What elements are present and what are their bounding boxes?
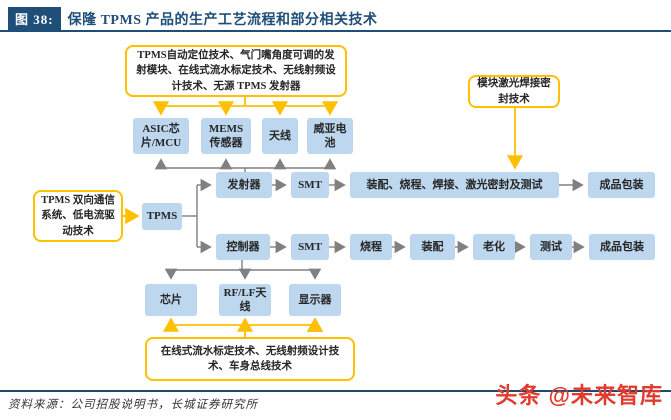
top-tech-connectors (152, 97, 339, 116)
controller-component-connectors (164, 260, 322, 280)
node-packaging-transmitter: 成品包装 (588, 172, 655, 198)
node-asic-mcu: ASIC芯片/MCU (133, 118, 189, 154)
node-assembly-test: 装配、烧程、焊接、激光密封及测试 (350, 172, 559, 198)
bottom-tech-connectors (162, 317, 324, 337)
footer-divider (0, 390, 671, 392)
node-assembly: 装配 (410, 234, 455, 260)
figure-title: 保隆 TPMS 产品的生产工艺流程和部分相关技术 (67, 13, 378, 28)
node-chip: 芯片 (145, 284, 197, 316)
node-antenna: 天线 (262, 118, 298, 154)
tech-note-controller: 在线式流水标定技术、无线射频设计技术、车身总线技术 (145, 337, 355, 381)
transmitter-component-connectors (154, 158, 337, 172)
node-mems-sensor: MEMS 传感器 (201, 118, 251, 154)
node-packaging-controller: 成品包装 (589, 234, 655, 260)
figure-title-bar: 图 38: 保隆 TPMS 产品的生产工艺流程和部分相关技术 (8, 7, 377, 31)
tech-note-tpms-system: TPMS 双向通信系统、低电流驱动技术 (33, 190, 123, 242)
node-controller: 控制器 (216, 234, 270, 260)
node-smt-controller: SMT (291, 234, 329, 260)
title-divider (0, 30, 671, 32)
tech-note-laser-seal: 模块激光焊接密封技术 (468, 75, 560, 108)
toutiao-watermark: 头条 @未来智库 (495, 383, 663, 408)
node-display: 显示器 (289, 284, 341, 316)
node-tpms: TPMS (142, 203, 182, 230)
node-battery: 威亚电池 (307, 118, 353, 154)
tpms-branch-connectors (182, 178, 212, 254)
node-rf-lf-antenna: RF/LF天线 (219, 284, 271, 316)
node-burn-in: 烧程 (350, 234, 392, 260)
tech-note-transmitter: TPMS自动定位技术、气门嘴角度可调的发射模块、在线式流水标定技术、无线射频设计… (125, 45, 347, 97)
node-transmitter: 发射器 (216, 172, 272, 198)
figure-number-badge: 图 38: (8, 7, 61, 31)
node-smt-transmitter: SMT (291, 172, 329, 198)
source-note: 资料来源：公司招股说明书，长城证券研究所 (8, 399, 258, 411)
node-aging: 老化 (473, 234, 515, 260)
node-testing: 测试 (530, 234, 572, 260)
